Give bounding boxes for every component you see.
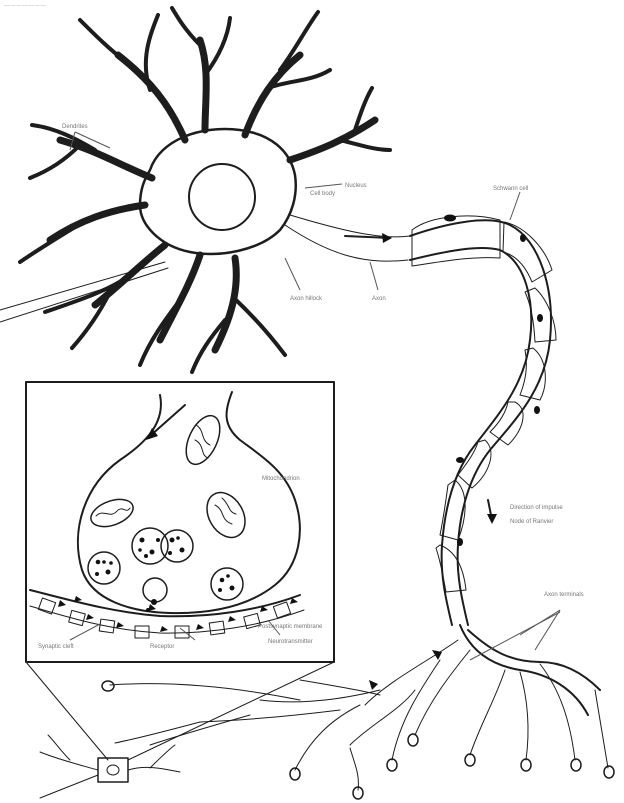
- postsynaptic-membrane: [30, 590, 304, 638]
- label-neurotransmitter: Neurotransmitter: [268, 639, 313, 645]
- label-node-of-ranvier: Node of Ranvier: [510, 519, 553, 525]
- label-synaptic-cleft: Synaptic cleft: [38, 644, 74, 650]
- header-caption: …………………: [4, 2, 46, 8]
- label-receptor: Receptor: [150, 644, 174, 650]
- axon: [410, 220, 551, 625]
- label-cell-body: Cell body: [310, 191, 335, 197]
- axon-terminals: [102, 625, 614, 799]
- label-axon-hillock: Axon hillock: [290, 296, 323, 302]
- synaptic-vesicle: [88, 528, 243, 612]
- schwann-cells: [412, 215, 556, 593]
- label-axon-terminals: Axon terminals: [544, 592, 584, 598]
- label-impulse-direction: Direction of impulse: [510, 505, 563, 511]
- label-schwann-cell: Schwann cell: [493, 186, 528, 192]
- label-nucleus: Nucleus: [345, 183, 367, 189]
- cell-body: [140, 129, 296, 254]
- synapse-inset: Synaptic cleft Receptor Postsynaptic mem…: [26, 382, 334, 798]
- dendrites: [20, 8, 390, 372]
- label-postsynaptic: Postsynaptic membrane: [258, 624, 323, 630]
- mitochondrion: [179, 411, 226, 470]
- label-dendrites: Dendrites: [62, 124, 88, 130]
- label-mitochondrion: Mitochondrion: [262, 476, 300, 482]
- nucleus: [189, 164, 255, 230]
- label-axon: Axon: [372, 296, 386, 302]
